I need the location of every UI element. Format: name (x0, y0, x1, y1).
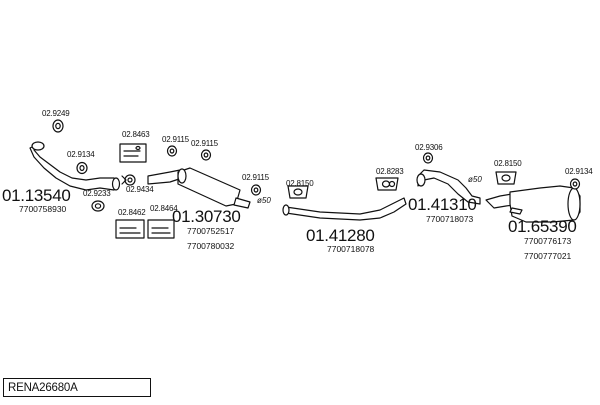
label-02-9115-3: 02.9115 (242, 173, 269, 182)
intermediate-pipe-drawing (416, 169, 481, 205)
oem-number-centre-silencer-2: 7700780032 (187, 241, 235, 251)
label-02-9434: 02.9434 (126, 185, 154, 194)
label-02-9306: 02.9306 (415, 143, 443, 152)
oem-number-rear-silencer-2: 7700777021 (524, 251, 572, 261)
hanger-8150-mid-drawing (287, 185, 309, 199)
oem-number-front-pipe: 7700758930 (19, 204, 67, 214)
title-box: RENA26680A (3, 378, 151, 397)
hanger-8283-drawing (375, 177, 399, 191)
hanger-9134-rear-drawing (569, 178, 581, 190)
oem-number-middle-pipe: 7700718078 (327, 244, 375, 254)
part-number-front-pipe: 01.13540 (2, 186, 71, 205)
diameter-note-2: ø50 (468, 175, 482, 184)
front-pipe-drawing (29, 141, 121, 191)
hanger-9134-front-drawing (76, 161, 88, 175)
gasket-9233-drawing (91, 200, 105, 212)
clamp-kit-8464-drawing (147, 219, 175, 239)
clamp-kit-8462-drawing (115, 219, 145, 239)
clamp-9434-drawing (121, 174, 136, 186)
oem-number-rear-silencer-1: 7700776173 (524, 236, 572, 246)
hanger-9249-drawing (52, 119, 64, 133)
label-02-9134-rear: 02.9134 (565, 167, 593, 176)
label-02-8150-mid: 02.8150 (286, 179, 314, 188)
label-02-9233: 02.9233 (83, 189, 111, 198)
hanger-9115-1-drawing (166, 145, 178, 157)
hanger-9115-3-drawing (250, 184, 262, 196)
label-02-9134-front: 02.9134 (67, 150, 95, 159)
oem-number-intermediate-pipe: 7700718073 (426, 214, 474, 224)
label-02-9115-2: 02.9115 (191, 139, 218, 148)
clamp-kit-8463-drawing (119, 143, 147, 163)
middle-pipe-drawing (282, 197, 407, 221)
hanger-9306-drawing (422, 152, 434, 164)
rear-silencer-drawing (485, 185, 581, 223)
label-02-9249: 02.9249 (42, 109, 70, 118)
hanger-9115-2-drawing (200, 149, 212, 161)
link-pipe-drawing (147, 169, 183, 185)
part-number-centre-silencer: 01.30730 (172, 207, 241, 226)
centre-silencer-drawing (177, 167, 251, 209)
label-02-8283: 02.8283 (376, 167, 404, 176)
label-02-8463: 02.8463 (122, 130, 150, 139)
label-02-8462: 02.8462 (118, 208, 146, 217)
label-02-8464: 02.8464 (150, 204, 178, 213)
diagram-title: RENA26680A (8, 382, 78, 394)
part-number-intermediate-pipe: 01.41310 (408, 195, 477, 214)
label-02-8150-rear: 02.8150 (494, 159, 522, 168)
part-number-rear-silencer: 01.65390 (508, 217, 577, 236)
hanger-8150-rear-drawing (495, 171, 517, 185)
oem-number-centre-silencer-1: 7700752517 (187, 226, 235, 236)
part-number-middle-pipe: 01.41280 (306, 226, 375, 245)
label-02-9115-1: 02.9115 (162, 135, 189, 144)
diameter-note-1: ø50 (257, 196, 271, 205)
